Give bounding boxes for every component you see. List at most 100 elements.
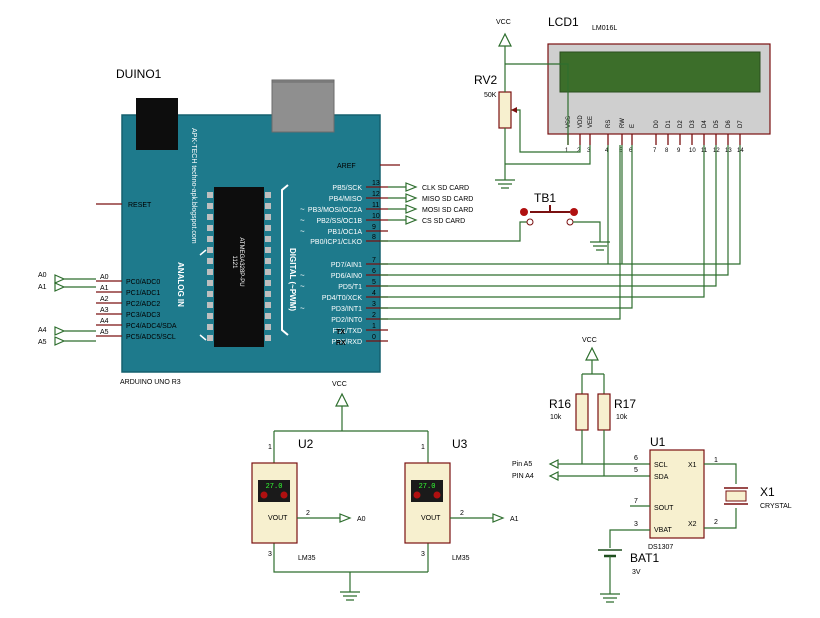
- ds1307-rtc[interactable]: SCL SDA SOUT VBAT X1 X2 6 5 7 3 1 2 U1 D…: [630, 435, 737, 551]
- brand-text: APK-TECH techno-apk.blogspot.com: [190, 128, 197, 244]
- svg-text:X1: X1: [688, 462, 697, 469]
- arduino-right-pin-name: PD2/INT0: [331, 317, 362, 324]
- sd-card-terminals: CLK SD CARD MISO SD CARD MOSI SD CARD CS…: [388, 182, 473, 225]
- lcd-pin-name: D7: [738, 120, 744, 128]
- arduino-right-pin-num: 10: [372, 213, 380, 220]
- lcd-pin-num: 9: [677, 148, 681, 154]
- arduino-right-pin-num: 13: [372, 180, 380, 187]
- chip-pin: [207, 236, 213, 242]
- u3-vout: VOUT: [421, 515, 441, 522]
- arduino-model: ARDUINO UNO R3: [120, 379, 181, 386]
- chip-pin: [265, 247, 271, 253]
- ds1307-body: [649, 449, 705, 539]
- arduino-left-pin-num: A0: [100, 274, 109, 281]
- tb1-button[interactable]: TB1: [520, 191, 610, 251]
- r16-ref: R16: [549, 397, 571, 411]
- sd-miso-label: MISO SD CARD: [422, 196, 473, 203]
- x1-crystal[interactable]: X1 CRYSTAL: [724, 485, 792, 510]
- rv2-value: 50K: [484, 92, 497, 99]
- arduino-right-pin-num: 4: [372, 290, 376, 297]
- chip-pin: [265, 302, 271, 308]
- bat1-battery[interactable]: BAT1 3V: [598, 529, 659, 603]
- arduino-right-pin-name: PB3/MOSI/OC2A: [308, 207, 362, 214]
- lcd-pin-name: D5: [714, 120, 720, 128]
- chip-text: ATMEGA328P-PU: [238, 237, 244, 286]
- lcd-pin-num: 6: [629, 148, 633, 154]
- arduino-right-pin-name: PB1/OC1A: [328, 229, 363, 236]
- chip-pin: [207, 302, 213, 308]
- chip-pin: [265, 324, 271, 330]
- svg-text:7: 7: [634, 498, 638, 505]
- sd-mosi-label: MOSI SD CARD: [422, 207, 473, 214]
- lcd-module[interactable]: VSS1VDD2VEE3RS4RW5E6D07D18D29D310D411D51…: [547, 43, 771, 154]
- svg-text:SDA: SDA: [654, 474, 669, 481]
- terminal-a1: A1: [38, 284, 47, 291]
- lcd-pin-name: VDD: [578, 115, 584, 128]
- svg-text:1: 1: [421, 444, 425, 451]
- lcd-pin-num: 8: [665, 148, 669, 154]
- arduino-left-pin-num: A4: [100, 318, 109, 325]
- arduino-right-pin-name: PB2/SS/OC1B: [316, 218, 362, 225]
- u3-ref: U3: [452, 437, 468, 451]
- arduino-right-pin-num: 0: [372, 334, 376, 341]
- chip-pin: [207, 291, 213, 297]
- u2-lm35[interactable]: 27.0 VOUT 1 2 3 U2 LM35 A0: [251, 431, 428, 573]
- svg-text:VBAT: VBAT: [654, 527, 672, 534]
- chip-pin: [207, 203, 213, 209]
- r17-resistor[interactable]: R17 10k: [597, 393, 636, 476]
- chip-pin: [265, 313, 271, 319]
- chip-pin: [207, 258, 213, 264]
- arduino-ref: DUINO1: [116, 67, 162, 81]
- chip-pin: [207, 214, 213, 220]
- pin-a5-label: Pin A5: [512, 461, 532, 468]
- lcd-pin-num: 4: [605, 148, 609, 154]
- arduino-board[interactable]: ATMEGA328P-PU 1121 APK-TECH techno-apk.b…: [121, 79, 381, 373]
- u2-model: LM35: [298, 555, 316, 562]
- lcd-pin-num: 12: [713, 148, 720, 154]
- svg-text:3: 3: [421, 551, 425, 558]
- arduino-right-pin-num: 5: [372, 279, 376, 286]
- rv2-potentiometer[interactable]: RV2 50K: [474, 63, 591, 189]
- reset-label: RESET: [128, 202, 152, 209]
- svg-text:5: 5: [634, 467, 638, 474]
- u3-lm35[interactable]: 27.0 VOUT 1 2 3 U3 LM35 A1: [404, 431, 519, 572]
- arduino-left-pin-name: PC3/ADC3: [126, 312, 160, 319]
- svg-text:SCL: SCL: [654, 462, 668, 469]
- svg-text:VCC: VCC: [496, 19, 511, 26]
- arduino-right-pin-num: 1: [372, 323, 376, 330]
- r17-ref: R17: [614, 397, 636, 411]
- r16-resistor[interactable]: R16 10k: [549, 393, 589, 464]
- chip-pin: [207, 247, 213, 253]
- arduino-right-pin-name: PD1/TXD: [332, 328, 362, 335]
- lcd-pin-name: RW: [620, 118, 626, 128]
- arduino-right-pin-name: PB4/MISO: [329, 196, 363, 203]
- chip-pin: [265, 236, 271, 242]
- arduino-left-pin-name: PC1/ADC1: [126, 290, 160, 297]
- terminal-a0: A0: [38, 272, 47, 279]
- lcd-wires: [380, 145, 741, 320]
- lcd-ref: LCD1: [548, 15, 579, 29]
- u3-model: LM35: [452, 555, 470, 562]
- sd-clk-label: CLK SD CARD: [422, 185, 469, 192]
- chip-pin: [265, 225, 271, 231]
- lcd-pin-num: 10: [689, 148, 696, 154]
- lcd-pin-num: 7: [653, 148, 657, 154]
- chip-pin: [265, 214, 271, 220]
- chip-code: 1121: [231, 256, 237, 270]
- lcd-pin-num: 1: [565, 148, 569, 154]
- svg-text:X2: X2: [688, 521, 697, 528]
- vcc-symbol-rv2: VCC: [496, 19, 512, 64]
- u2-ref: U2: [298, 437, 314, 451]
- arduino-right-pin-num: 3: [372, 301, 376, 308]
- lcd-pin-name: D2: [678, 120, 684, 128]
- chip-pin: [207, 269, 213, 275]
- pwm-tilde: ~: [300, 304, 305, 313]
- arduino-right-pin-name: PD6/AIN0: [331, 273, 362, 280]
- lcd-screen: [559, 51, 761, 93]
- chip-pin: [265, 192, 271, 198]
- u2-vout: VOUT: [268, 515, 288, 522]
- svg-text:2: 2: [460, 510, 464, 517]
- arduino-left-pin-name: PC4/ADC4/SDA: [126, 323, 177, 330]
- digital-header: DIGITAL (~PWM): [288, 248, 297, 311]
- r17-value: 10k: [616, 414, 628, 421]
